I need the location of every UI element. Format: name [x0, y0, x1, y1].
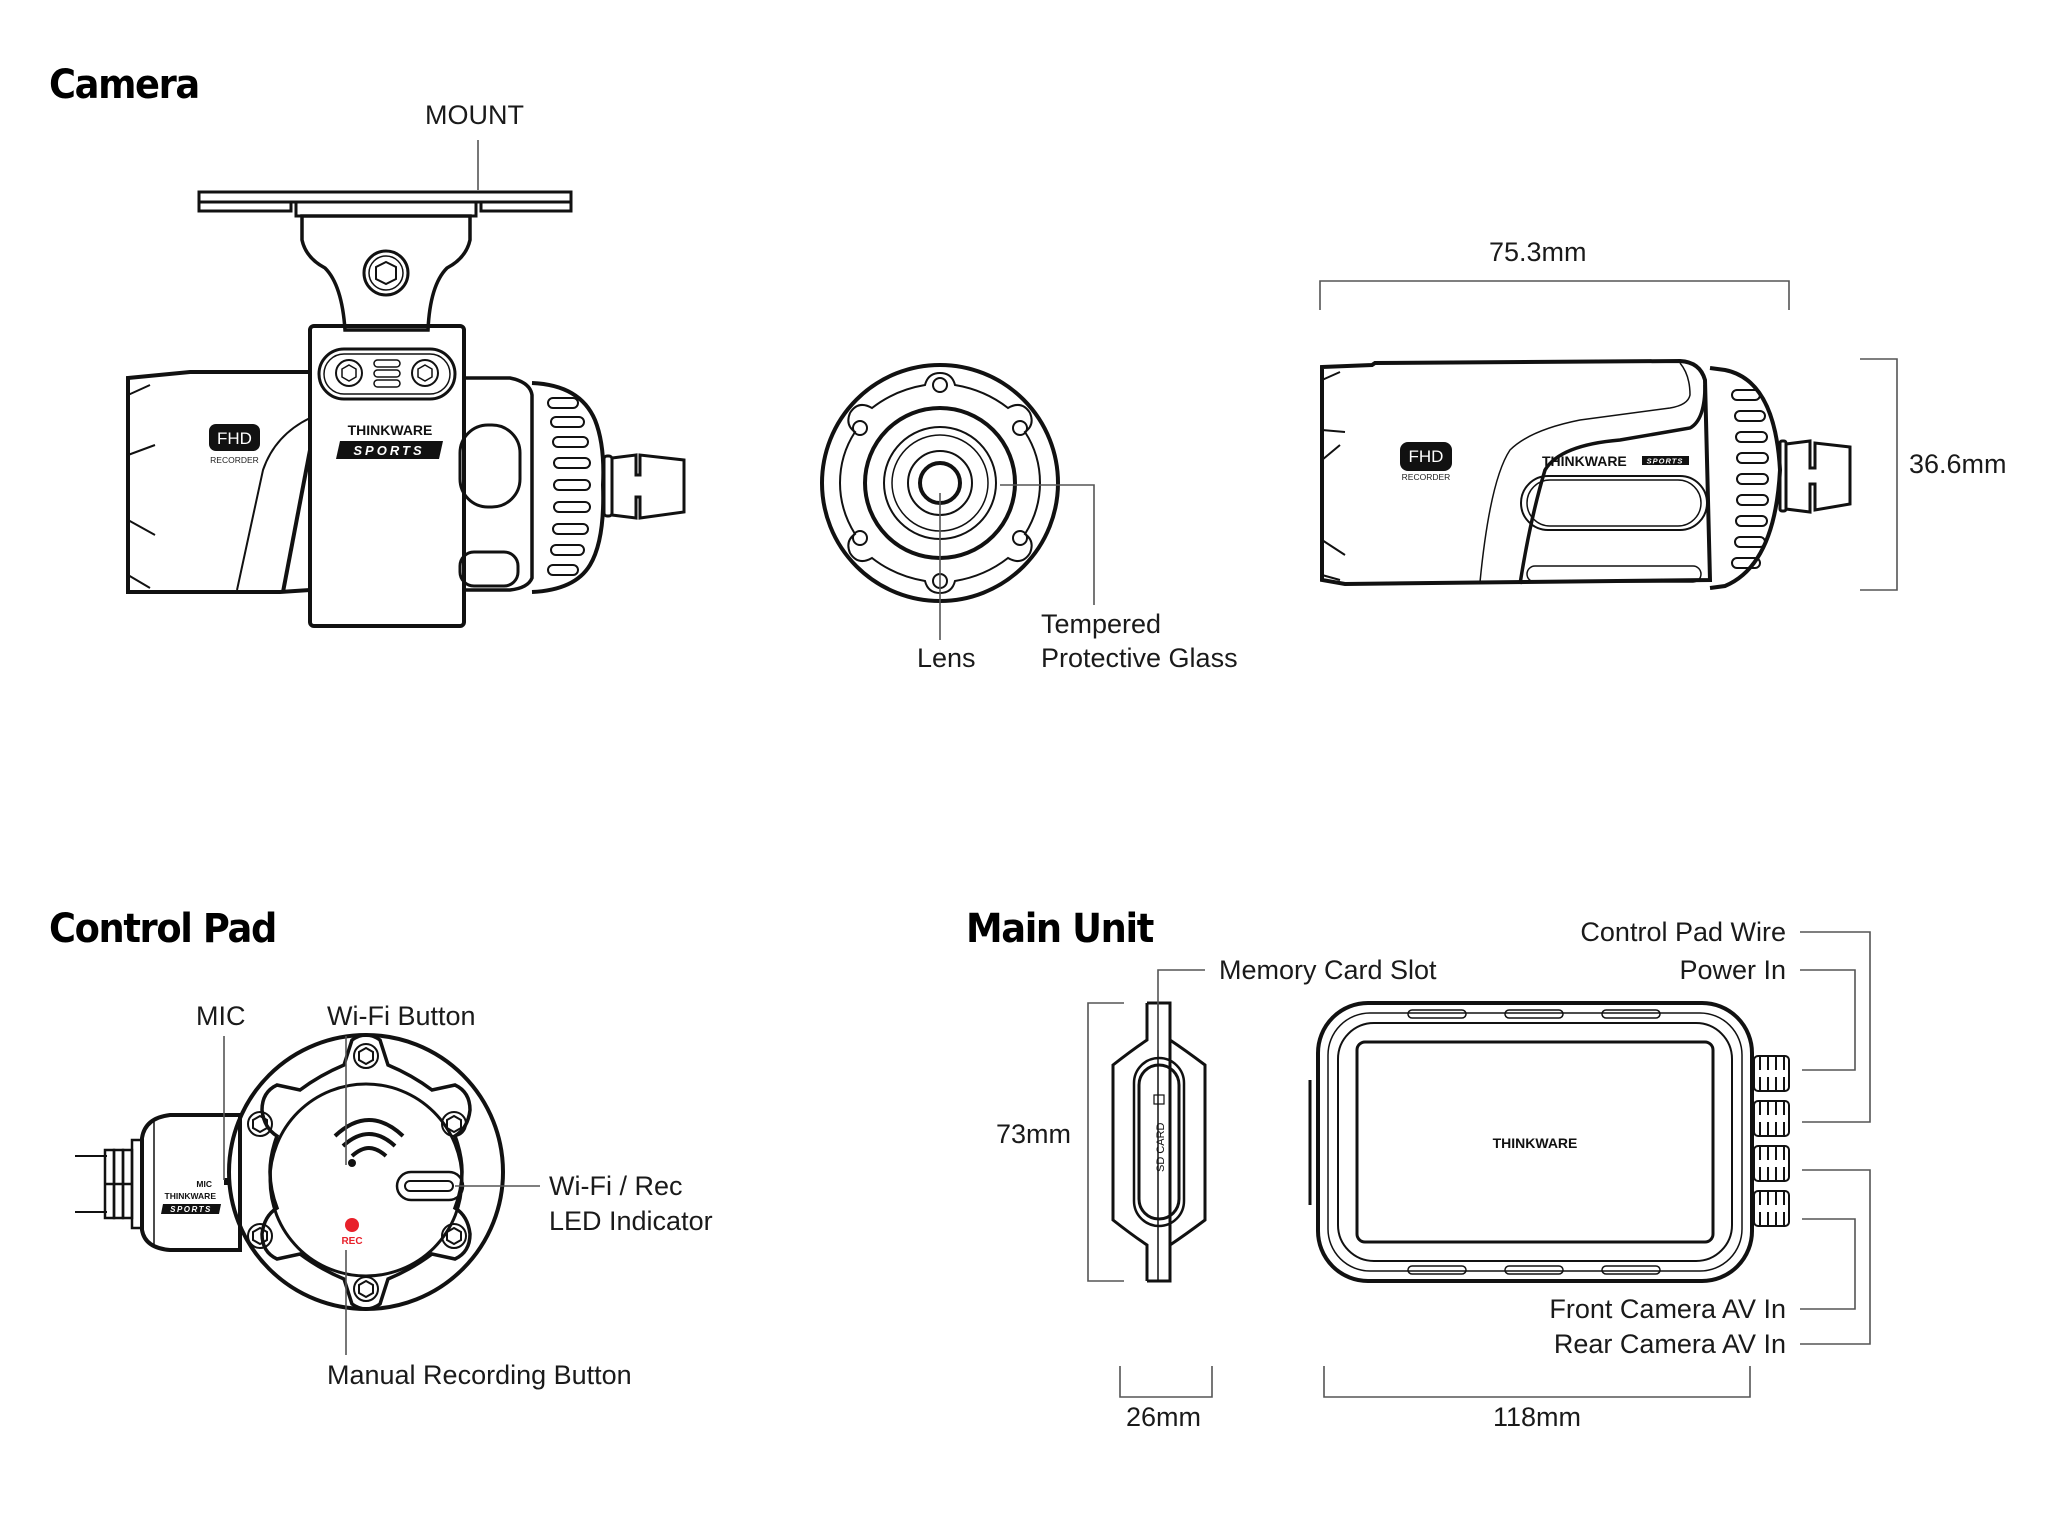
memory-card-slot-label: Memory Card Slot	[1219, 955, 1437, 985]
mount-plate	[197, 190, 573, 218]
sd-card-text: SD CARD	[1155, 1122, 1167, 1172]
main-unit-depth-dimension: 26mm	[1126, 1402, 1202, 1432]
wifi-icon[interactable]	[333, 1117, 405, 1167]
brand-sub-logo: SPORTS	[353, 443, 424, 458]
side-mic-text: MIC	[196, 1179, 212, 1189]
pad-flange	[260, 1033, 472, 1311]
glass-label-line1: Tempered	[1041, 609, 1162, 639]
lens-label: Lens	[917, 643, 976, 673]
mic-label: MIC	[196, 1001, 246, 1031]
port-front-camera-av[interactable]	[1753, 1145, 1790, 1182]
port-label-rear-camera-av: Rear Camera AV In	[1553, 1329, 1786, 1359]
port-rear-camera-av[interactable]	[1753, 1190, 1790, 1227]
ribbed-ring	[531, 381, 606, 594]
brand-logo: THINKWARE	[348, 422, 433, 438]
cable-connector	[602, 453, 686, 520]
camera-front-view: FHD RECORDER	[126, 190, 686, 628]
control-pad-drawing: MIC THINKWARE SPORTS REC	[75, 1033, 505, 1311]
port-power-in[interactable]	[1753, 1100, 1790, 1137]
side-brand-text: THINKWARE	[165, 1191, 217, 1201]
hex-bolt-icon	[375, 260, 397, 286]
glass-leader	[1000, 484, 1095, 605]
mount-clamp	[308, 324, 466, 628]
side-recorder-text: RECORDER	[1402, 472, 1451, 482]
side-brand-sub: SPORTS	[1647, 457, 1684, 466]
recorder-text: RECORDER	[210, 455, 259, 465]
power-in-leader	[1800, 969, 1856, 1071]
camera-width-dimension: 75.3mm	[1489, 237, 1587, 267]
camera-front-body	[462, 376, 534, 592]
main-unit-height-dimension: 73mm	[996, 1119, 1072, 1149]
front-camera-av-leader	[1800, 1218, 1856, 1310]
camera-height-dimension: 36.6mm	[1909, 449, 2007, 479]
port-label-control-pad-wire: Control Pad Wire	[1580, 917, 1786, 947]
port-connectors	[1753, 1055, 1790, 1227]
fhd-text: FHD	[217, 429, 252, 448]
port-label-front-camera-av: Front Camera AV In	[1549, 1294, 1786, 1324]
control-pad-wire-leader	[1800, 931, 1871, 1123]
main-unit-width-dimension: 118mm	[1493, 1402, 1582, 1432]
side-sub-text: SPORTS	[170, 1205, 212, 1214]
port-control-pad-wire[interactable]	[1753, 1055, 1790, 1092]
main-unit-top-view: THINKWARE	[1308, 1001, 1790, 1283]
sd-card-slot[interactable]	[1132, 1056, 1186, 1228]
main-unit-panel	[1355, 1040, 1715, 1244]
mic-hole	[224, 1178, 228, 1185]
depth-26-bracket	[1119, 1366, 1213, 1398]
mount-bolt	[362, 249, 410, 297]
width-118-bracket	[1323, 1366, 1751, 1398]
width-dimension-bracket	[1319, 280, 1790, 310]
side-fhd-badge	[1400, 442, 1452, 471]
main-unit-side-view: SD CARD	[1111, 1001, 1207, 1283]
height-73-bracket	[1087, 1002, 1124, 1282]
fhd-badge	[209, 424, 260, 451]
glass-label-line2: Protective Glass	[1041, 643, 1238, 673]
camera-section-title: Camera	[49, 62, 200, 108]
rec-text: REC	[341, 1236, 362, 1247]
rec-dot-icon	[345, 1218, 359, 1232]
mount-label: MOUNT	[425, 100, 524, 130]
wifi-button-label: Wi-Fi Button	[327, 1001, 476, 1031]
main-unit-section-title: Main Unit	[966, 906, 1154, 952]
main-unit-brand: THINKWARE	[1493, 1135, 1578, 1151]
memory-slot-leader	[1157, 969, 1205, 1050]
manual-recording-label: Manual Recording Button	[327, 1360, 632, 1390]
side-brand-logo: THINKWARE	[1542, 453, 1627, 469]
side-fhd-text: FHD	[1409, 447, 1444, 466]
camera-rear-body	[126, 370, 312, 594]
led-label-line1: Wi-Fi / Rec	[549, 1171, 683, 1201]
camera-side-view: FHD RECORDER THINKWARE SPORTS	[1320, 358, 1852, 590]
led-label-line2: LED Indicator	[549, 1206, 713, 1236]
control-pad-section-title: Control Pad	[49, 906, 277, 952]
camera-lens-view	[820, 363, 1060, 603]
ring-ribs	[547, 397, 591, 576]
height-dimension-bracket	[1860, 358, 1898, 591]
rear-camera-av-leader	[1800, 1169, 1871, 1345]
port-label-power-in: Power In	[1679, 955, 1786, 985]
mount-arm	[300, 214, 472, 332]
